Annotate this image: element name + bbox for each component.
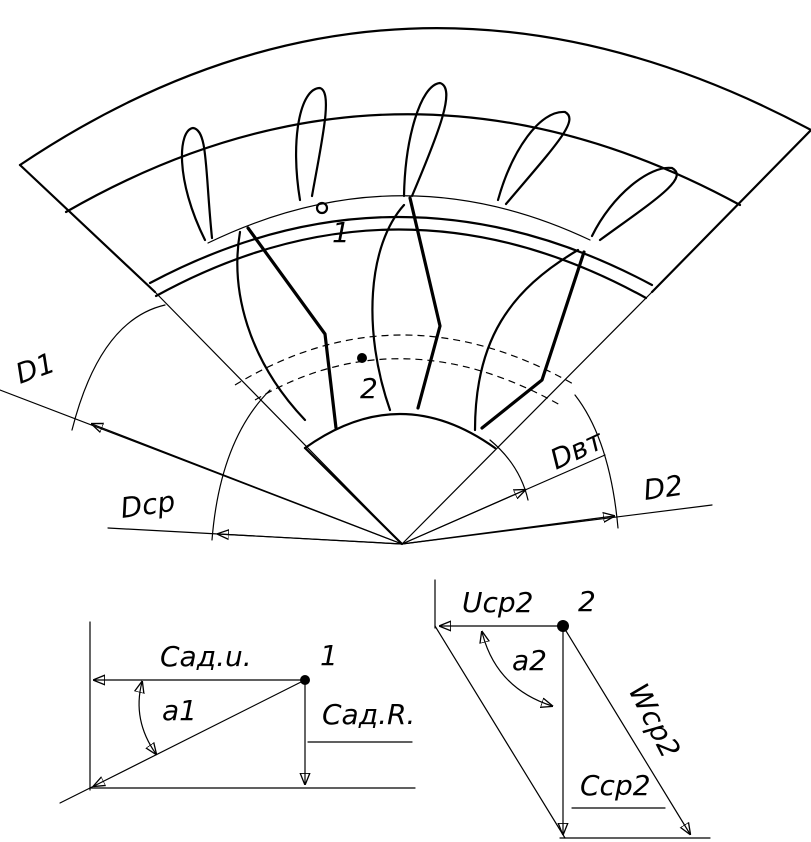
rotor-blade-2 [371,203,406,412]
a2-angle-arc [482,632,552,706]
nozzle-vane-3 [402,81,448,198]
cad-extension [59,785,95,804]
sector-right-radial [401,291,653,545]
ccp2-label: Ccp2 [580,769,651,802]
a1-label: a1 [162,694,197,727]
ucp2-label: Ucp2 [462,586,533,619]
triangle1-point-label: 1 [320,639,338,672]
triangle1-point [300,675,310,685]
nozzle-vane-2 [294,86,327,202]
rotor-blade-3 [473,248,580,432]
d2-arrow [401,516,614,545]
d1-label: D1 [11,346,59,390]
d2-label: D2 [641,469,685,507]
dvt-label: Dвт [545,423,609,476]
point-1-label: 1 [332,216,350,249]
velocity-triangle-2: Ucp2 Wcp2 Ccp2 a2 2 [434,579,711,839]
wcp2-label: Wcp2 [622,678,687,763]
nozzle-ring-outer [148,215,654,287]
sector-left-edge [18,163,157,294]
dcp-arrow [218,534,403,545]
rotor-blades [236,196,586,432]
cad-r-label: Cад.R. [322,698,415,731]
point-1 [315,201,329,215]
rotor-ring-arc [207,195,591,244]
wcp2-vector [562,625,690,834]
casing-inner-arc [64,113,742,214]
d1-arc [71,304,166,431]
a1-angle-arc [139,682,156,754]
triangle2-point [557,620,569,632]
a2-label: a2 [512,644,547,677]
nozzle-vane-5 [590,166,678,242]
d2-arc [574,394,619,529]
sector-right-edge [650,128,811,294]
cad-vector [94,679,306,786]
rotor-blade-1-pressure [246,226,338,430]
d1-arrow [92,424,403,545]
triangle2-diagonal [434,625,566,839]
velocity-triangle-1: Cад.u. Cад.R. a1 1 [59,621,416,804]
dashed-arc-outer [234,334,576,386]
hub-arc [303,413,497,450]
diameter-dimensions: D1 Dcp Dвт D2 [0,291,713,545]
rotor-blade-3-pressure [480,250,586,430]
nozzle-ring-inner [154,228,648,300]
nozzle-vanes [180,81,678,242]
rotor-blade-2-pressure [408,196,442,410]
point-2 [357,353,367,363]
dcp-arc [211,389,271,541]
dashed-arc-inner [254,358,561,406]
triangle2-point-label: 2 [578,585,596,618]
rotor-blade-1 [236,230,307,422]
sector-left-radial [154,291,403,545]
dvt-arrow [401,490,525,545]
wheel-sector: 1 2 [18,27,811,546]
point-2-label: 2 [360,372,378,405]
cad-u-label: Cад.u. [160,640,252,673]
nozzle-vane-1 [180,126,214,242]
dcp-label: Dcp [118,485,177,525]
nozzle-vane-4 [496,110,571,206]
outer-casing-arc [18,27,811,167]
